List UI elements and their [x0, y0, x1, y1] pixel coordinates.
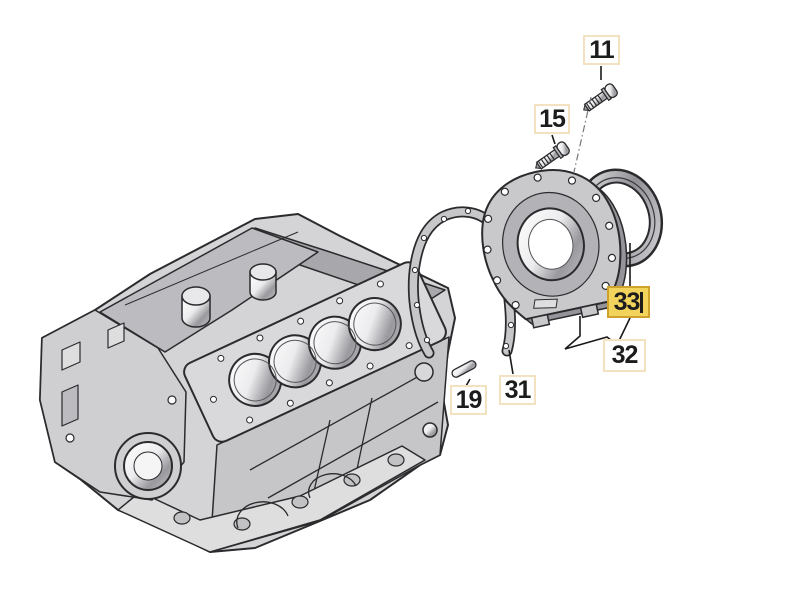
callout-31[interactable]: 31: [499, 375, 536, 405]
callout-11-label: 11: [589, 35, 614, 64]
sealing-flange-drawing: [481, 169, 628, 329]
engine-block-drawing: [39, 213, 456, 553]
callout-15-label: 15: [539, 104, 566, 133]
centerline-bolt-11: [573, 96, 592, 173]
bolt-15-drawing: [535, 141, 570, 170]
callout-32-label: 32: [611, 341, 639, 369]
callout-19-label: 19: [455, 385, 483, 414]
bolt-11-drawing: [583, 83, 618, 112]
callout-19[interactable]: 19: [450, 385, 487, 415]
callout-33-label: 33: [613, 287, 641, 316]
callout-31-label: 31: [504, 375, 532, 404]
callout-33-highlighted[interactable]: 33: [607, 286, 650, 318]
text-cursor: [640, 291, 644, 313]
callout-32[interactable]: 32: [603, 339, 646, 372]
callout-11[interactable]: 11: [583, 35, 620, 65]
callout-15[interactable]: 15: [534, 104, 570, 134]
leader-31: [508, 349, 514, 375]
leader-15: [551, 134, 556, 145]
dowel-pin-drawing: [451, 360, 477, 378]
leader-19: [465, 378, 471, 387]
